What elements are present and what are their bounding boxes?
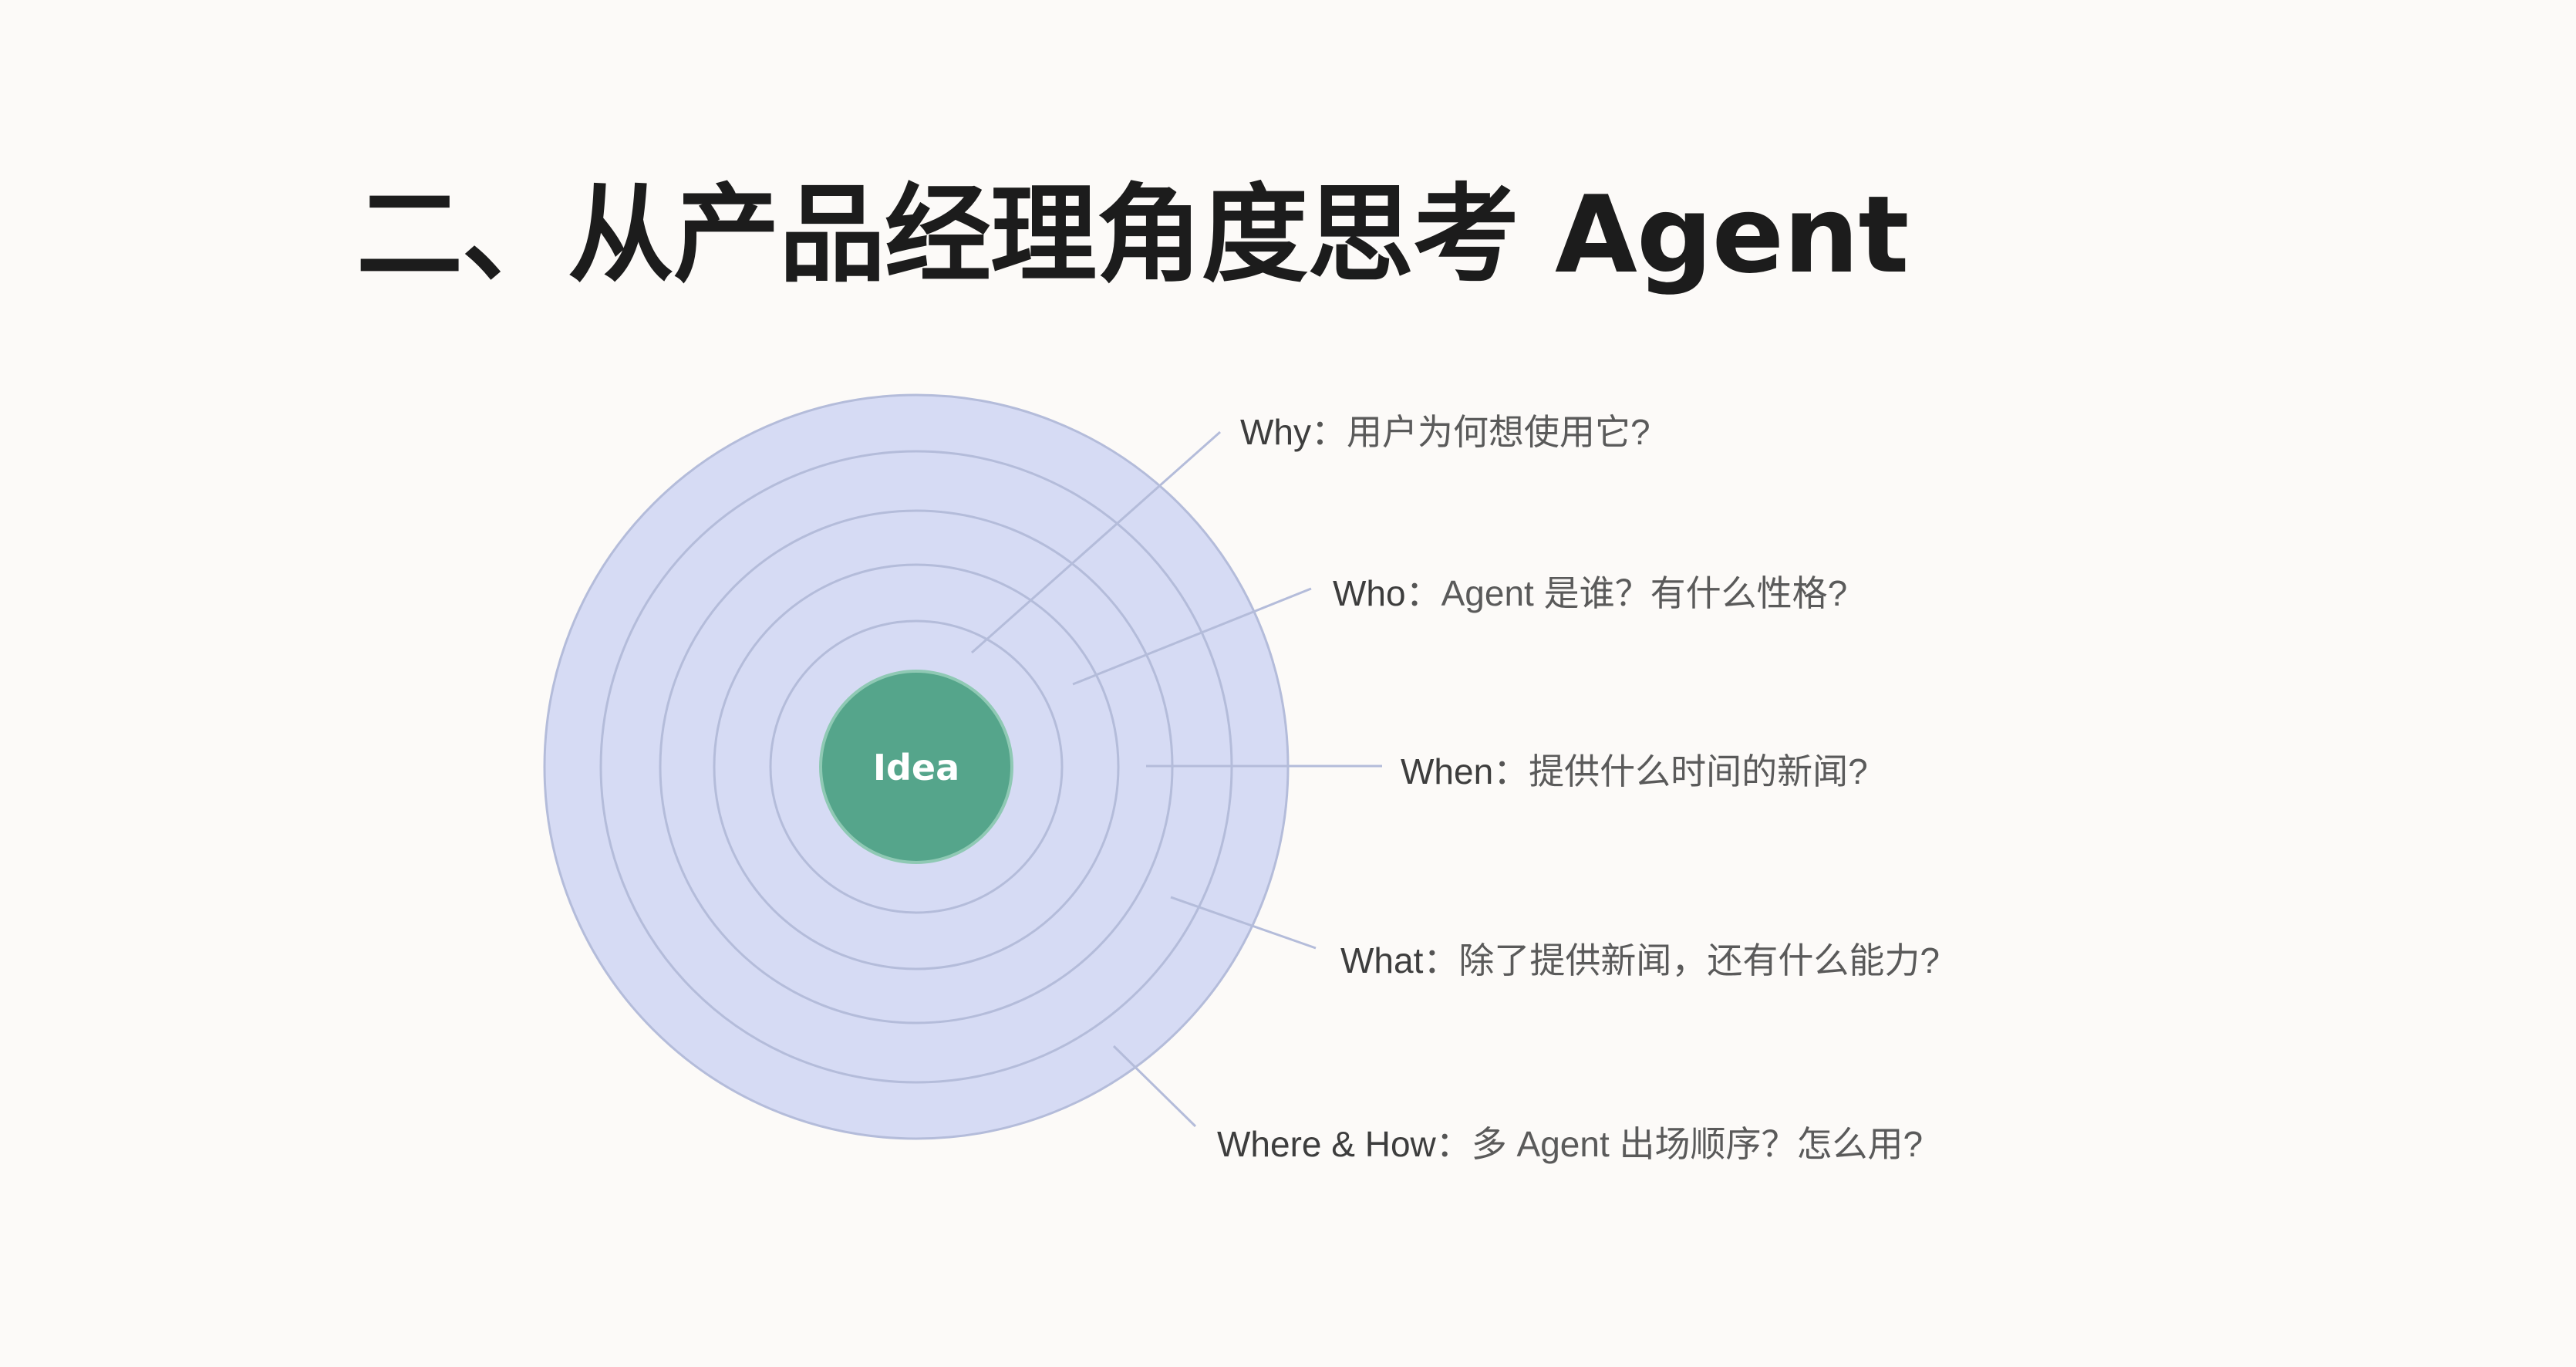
leader-line-who bbox=[1072, 587, 1312, 686]
label-where-how-text: 多 Agent 出场顺序？怎么用? bbox=[1471, 1124, 1924, 1164]
leader-line-what bbox=[1170, 896, 1317, 950]
label-who-separator: ： bbox=[1405, 573, 1441, 613]
center-idea-circle bbox=[819, 670, 1013, 864]
label-what-text: 除了提供新闻，还有什么能力? bbox=[1458, 940, 1940, 981]
label-why-key: Why bbox=[1240, 412, 1311, 452]
label-when-text: 提供什么时间的新闻? bbox=[1529, 751, 1868, 792]
leader-line-why bbox=[971, 430, 1221, 654]
label-why-separator: ： bbox=[1311, 412, 1347, 452]
label-why-text: 用户为何想使用它? bbox=[1347, 412, 1650, 452]
label-when: When：提供什么时间的新闻? bbox=[1401, 754, 1868, 789]
label-what-separator: ： bbox=[1423, 940, 1459, 981]
label-what: What：除了提供新闻，还有什么能力? bbox=[1340, 943, 1940, 978]
center-idea-label: Idea bbox=[873, 747, 959, 788]
label-who-key: Who bbox=[1333, 573, 1406, 613]
label-who-text: Agent 是谁？有什么性格? bbox=[1441, 573, 1848, 613]
label-who: Who：Agent 是谁？有什么性格? bbox=[1333, 575, 1847, 611]
label-why: Why：用户为何想使用它? bbox=[1240, 414, 1650, 450]
label-what-key: What bbox=[1340, 940, 1424, 981]
leader-line-where-how bbox=[1112, 1045, 1197, 1128]
label-where-how-separator: ： bbox=[1435, 1124, 1472, 1164]
label-where-how-key: Where & How bbox=[1217, 1124, 1436, 1164]
slide-title: 二、从产品经理角度思考 Agent bbox=[356, 173, 1909, 297]
label-when-separator: ： bbox=[1493, 751, 1529, 792]
label-where-how: Where & How：多 Agent 出场顺序？怎么用? bbox=[1217, 1126, 1923, 1162]
label-when-key: When bbox=[1401, 751, 1494, 792]
